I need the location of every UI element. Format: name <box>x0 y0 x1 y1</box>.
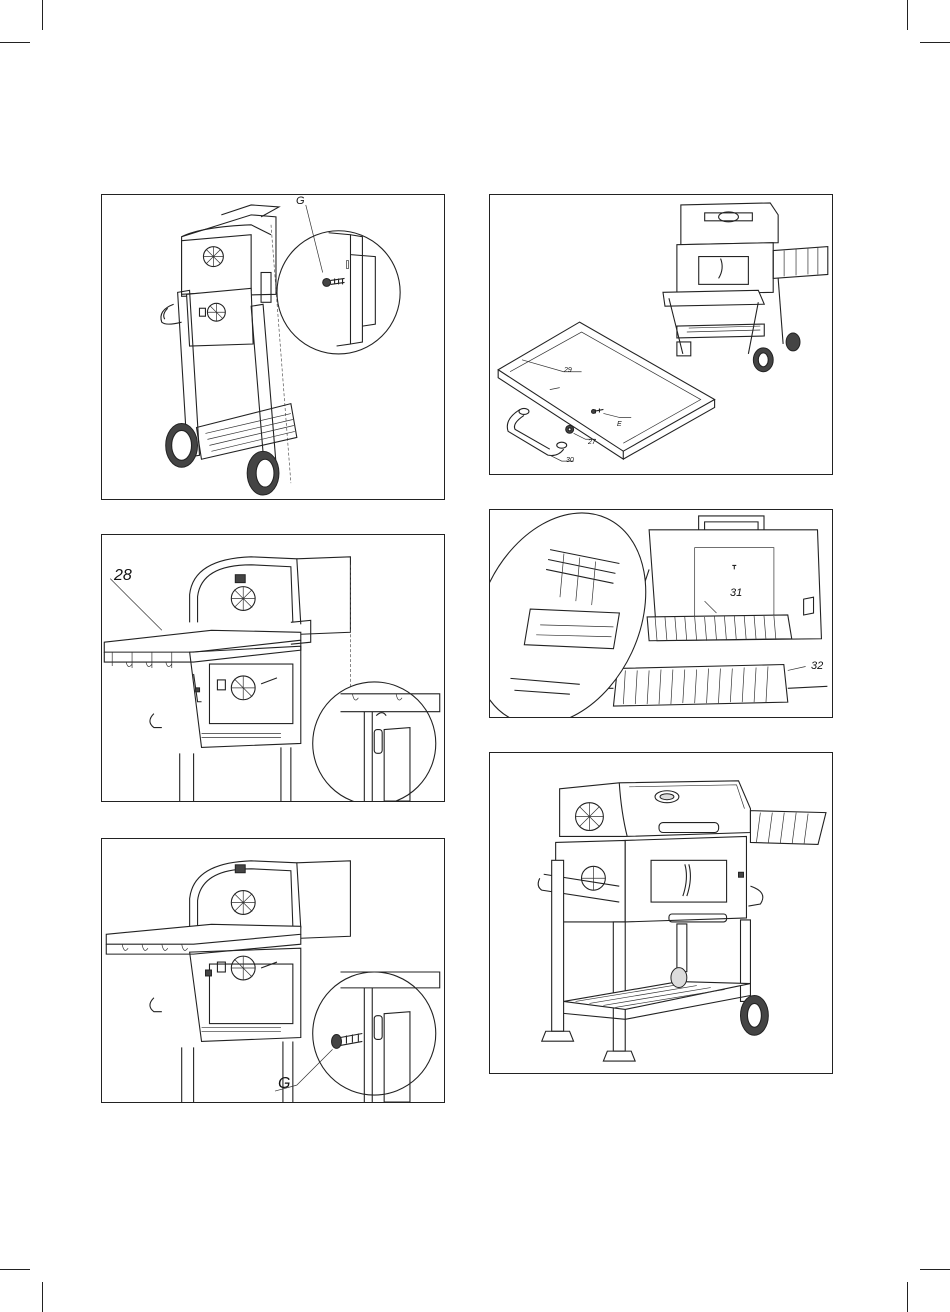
grill-leg-assembly-illustration <box>102 195 444 499</box>
part-label-31: 31 <box>730 587 742 599</box>
side-shelf-securing-illustration <box>102 839 444 1102</box>
handle-icon <box>507 408 566 455</box>
step-2-panel: 29 27 30 E <box>489 194 833 475</box>
assembled-grill-illustration <box>490 753 832 1073</box>
wheel-icon <box>741 995 769 1035</box>
part-label-32: 32 <box>811 660 823 672</box>
crop-mark <box>907 0 908 30</box>
step-5-panel: G <box>101 838 445 1103</box>
crop-mark <box>920 1269 950 1270</box>
crop-mark <box>42 0 43 30</box>
part-label-30: 30 <box>566 457 574 464</box>
step-1-panel: G <box>101 194 445 500</box>
grates-installation-illustration <box>490 510 832 717</box>
part-label-29: 29 <box>564 367 572 374</box>
step-3-panel: 28 <box>101 534 445 802</box>
crop-mark <box>920 42 950 43</box>
front-shelf-handle-illustration <box>490 195 832 474</box>
part-label-g: G <box>296 195 305 207</box>
part-label-27: 27 <box>588 439 596 446</box>
part-label-e: E <box>617 421 622 428</box>
crop-mark <box>0 42 30 43</box>
part-label-28: 28 <box>114 567 132 585</box>
washer-icon <box>566 425 574 433</box>
step-6-panel <box>489 752 833 1074</box>
part-label-g: G <box>278 1075 290 1093</box>
crop-mark <box>0 1269 30 1270</box>
step-4-panel: 31 32 <box>489 509 833 718</box>
side-shelf-mounting-illustration <box>102 535 444 801</box>
crop-mark <box>42 1282 43 1312</box>
crop-mark <box>907 1282 908 1312</box>
